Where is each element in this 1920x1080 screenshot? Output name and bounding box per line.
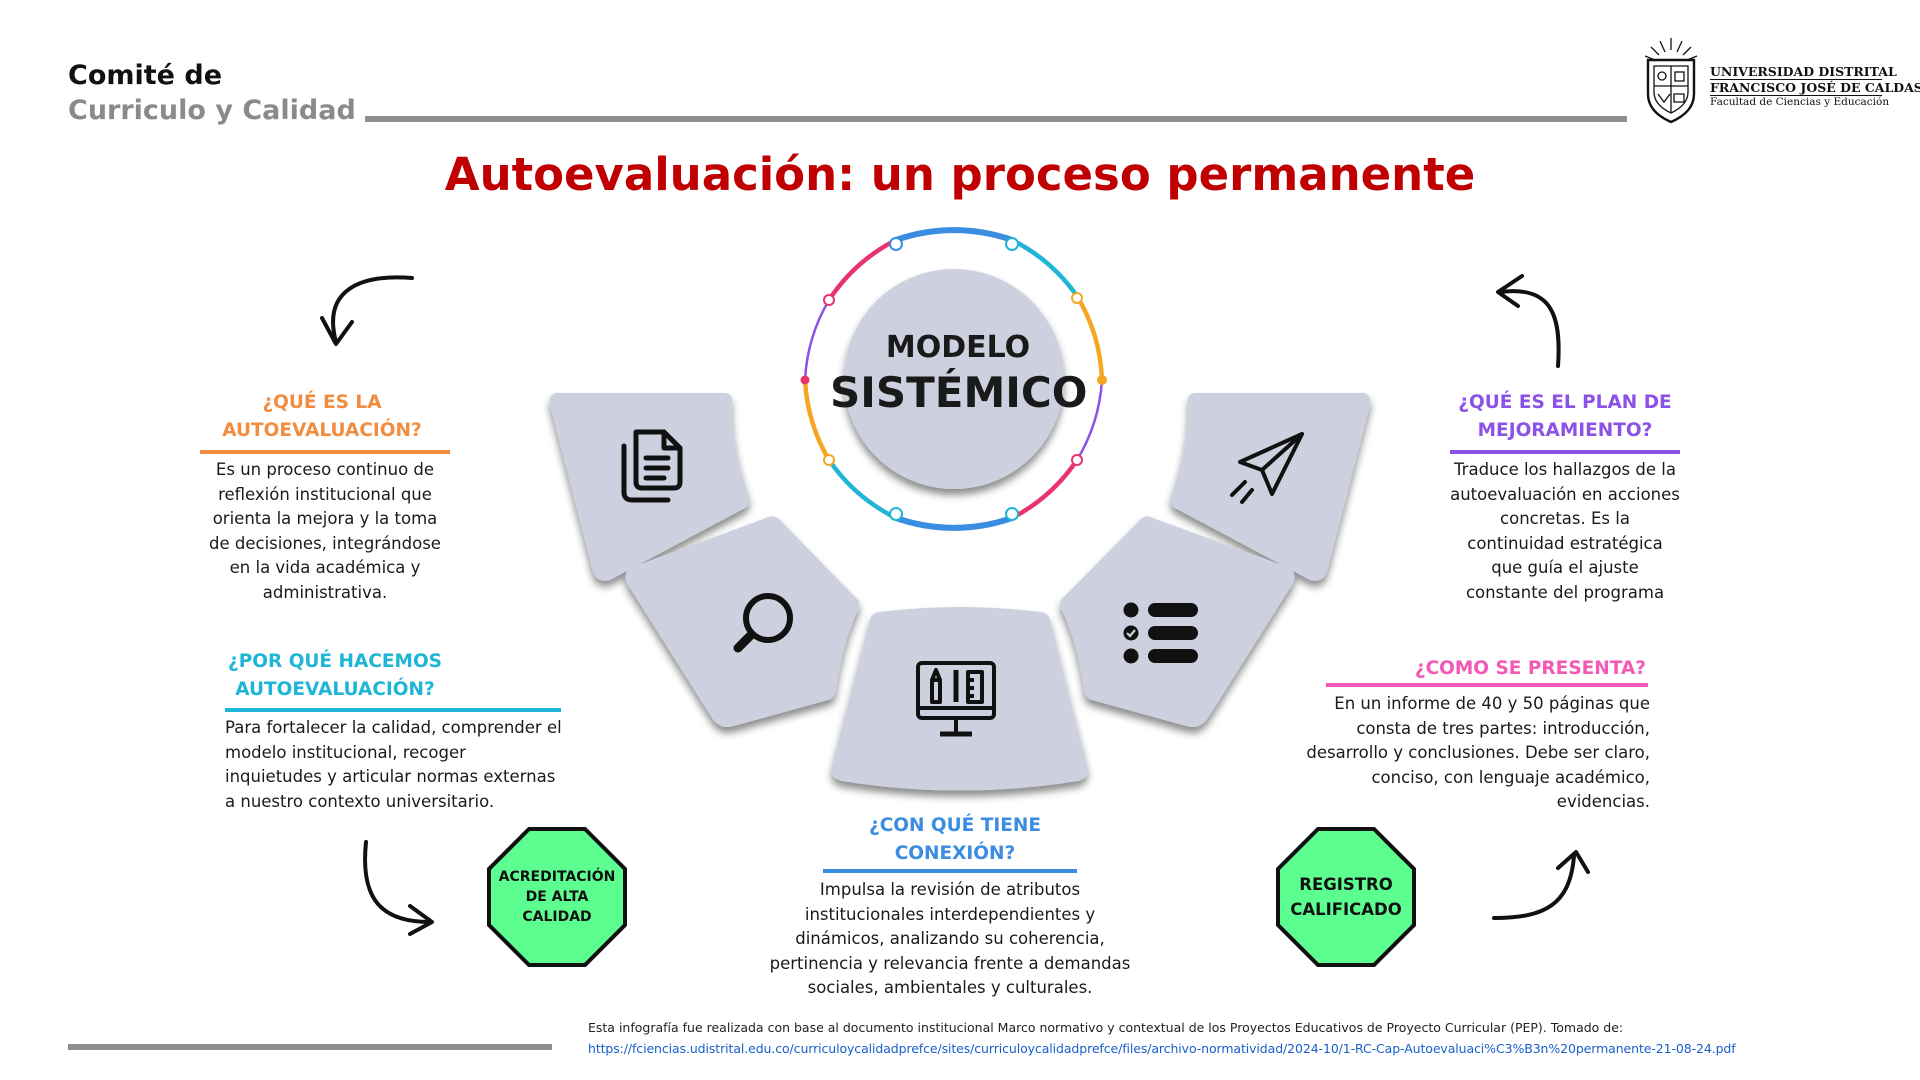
curved-arrow-top-left-icon (320, 275, 414, 346)
document-copy-icon (621, 429, 683, 503)
header-title-line1: Comité de (68, 60, 223, 91)
logo-rule (1710, 95, 1882, 96)
answer-como-se-presenta: En un informe de 40 y 50 páginas que con… (1306, 694, 1650, 811)
university-crest-icon (1644, 38, 1698, 124)
wheel-segment-3 (831, 607, 1088, 791)
octagon-shape (487, 827, 627, 967)
paper-plane-icon (1230, 432, 1304, 504)
question-plan-mejoramiento: ¿QUÉ ES EL PLAN DE MEJORAMIENTO? (1458, 392, 1672, 441)
curved-arrow-bottom-right-icon (1492, 850, 1590, 920)
question-underline (823, 869, 1077, 873)
question-underline (225, 708, 561, 712)
question-underline (1450, 450, 1680, 454)
octagon-label-registro: REGISTRO CALIFICADO (1290, 875, 1402, 919)
octagon-label-acreditacion: ACREDITACIÓN DE ALTA CALIDAD (498, 869, 616, 925)
logo-text-line3: Facultad de Ciencias y Educación (1710, 96, 1890, 108)
answer-que-es-autoevaluacion: Es un proceso continuo de reflexión inst… (209, 460, 441, 602)
checklist-icon (1123, 602, 1198, 664)
curved-arrow-mid-left-icon (363, 840, 434, 936)
wheel-segment-4 (1059, 516, 1295, 727)
center-label-sistemico: SISTÉMICO (830, 368, 1088, 417)
systemic-model-diagram (549, 227, 1371, 791)
question-underline (1326, 683, 1648, 687)
footer-divider (68, 1044, 552, 1050)
question-underline (200, 450, 450, 454)
question-como-se-presenta: ¿COMO SE PRESENTA? (1414, 658, 1646, 679)
answer-plan-mejoramiento: Traduce los hallazgos de la autoevaluaci… (1450, 460, 1680, 602)
center-label-modelo: MODELO (885, 330, 1031, 365)
magnifier-icon (733, 593, 793, 653)
header-title-line2: Curriculo y Calidad (68, 95, 356, 126)
answer-con-que-tiene-conexion: Impulsa la revisión de atributos institu… (769, 880, 1131, 997)
question-que-es-autoevaluacion: ¿QUÉ ES LA AUTOEVALUACIÓN? (222, 392, 422, 441)
octagon-acreditacion: ACREDITACIÓN DE ALTA CALIDAD (486, 826, 628, 968)
page-title: Autoevaluación: un proceso permanente (444, 148, 1476, 201)
source-note: Esta infografía fue realizada con base a… (588, 1020, 1624, 1035)
source-link[interactable]: https://fciencias.udistrital.edu.co/curr… (588, 1041, 1736, 1056)
logo-text-line1: UNIVERSIDAD DISTRITAL (1710, 64, 1897, 79)
header-divider (365, 116, 1627, 122)
wheel-segment-2 (625, 516, 860, 727)
question-con-que-tiene-conexion: ¿CON QUÉ TIENE CONEXIÓN? (868, 815, 1042, 864)
logo-text-line2: FRANCISCO JOSÉ DE CALDAS (1710, 80, 1920, 95)
octagon-registro: REGISTRO CALIFICADO (1275, 826, 1417, 968)
question-por-que-hacemos: ¿POR QUÉ HACEMOS AUTOEVALUACIÓN? (227, 651, 442, 700)
curved-arrow-top-right-icon (1496, 274, 1561, 368)
logo-rule (1710, 79, 1882, 80)
design-tools-monitor-icon (916, 661, 996, 737)
university-logo: UNIVERSIDAD DISTRITAL FRANCISCO JOSÉ DE … (1640, 36, 1920, 126)
octagon-shape (1276, 827, 1416, 967)
answer-por-que-hacemos: Para fortalecer la calidad, comprender e… (225, 718, 562, 811)
